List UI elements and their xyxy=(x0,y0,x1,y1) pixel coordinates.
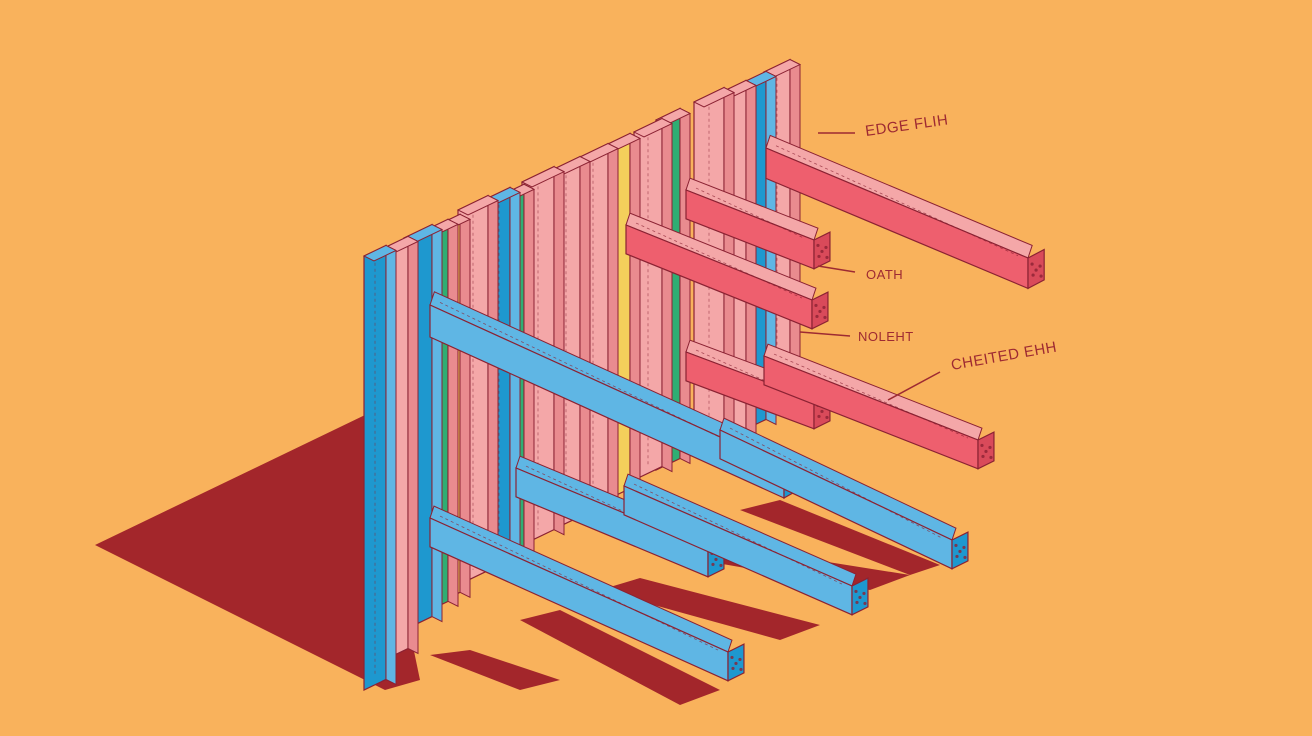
blue-beam xyxy=(719,417,969,570)
blue-beam xyxy=(623,473,869,616)
red-beam xyxy=(763,343,995,470)
leader-lines xyxy=(799,132,941,401)
label-chetted: CHEITED EHH xyxy=(950,339,1059,374)
vertical-slat xyxy=(362,244,398,691)
label-noleht: NOLEHT xyxy=(858,329,914,344)
label-edge-flush: EDGE FLIH xyxy=(864,111,949,139)
red-beam xyxy=(765,134,1045,290)
blue-beam xyxy=(429,505,745,682)
horizontal-beams xyxy=(429,134,1045,682)
red-beam xyxy=(685,177,831,270)
vertical-slat-wall xyxy=(362,58,802,691)
red-beam xyxy=(625,212,829,330)
label-oath: OATH xyxy=(866,267,903,282)
